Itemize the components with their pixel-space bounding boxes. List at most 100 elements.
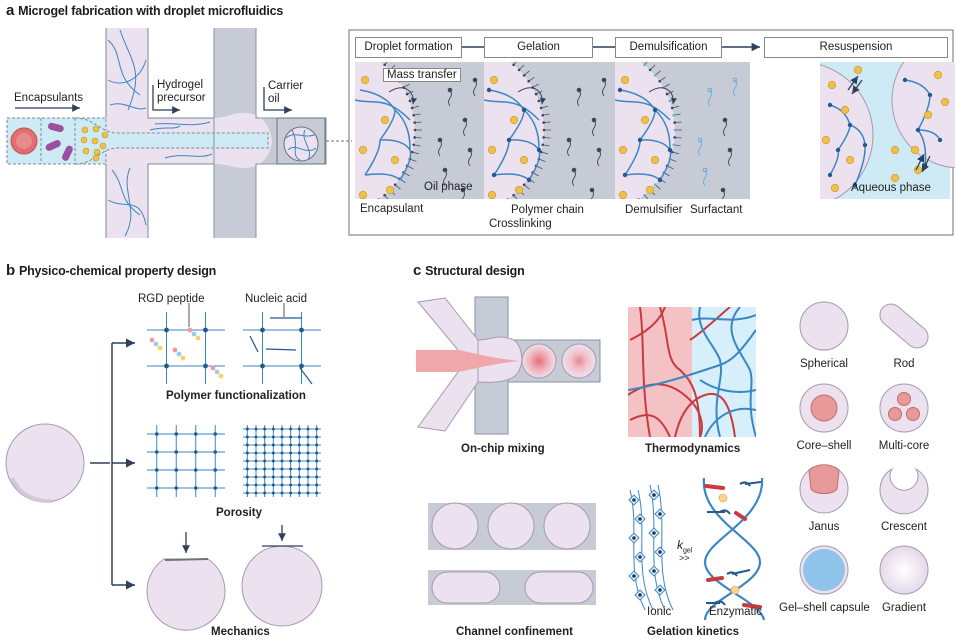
surfactant-head: [673, 128, 677, 132]
microgel-droplet: [355, 62, 415, 199]
rod-microgel: [879, 303, 929, 349]
rgd-peptide-bead: [218, 373, 224, 379]
encapsulant-particle: [923, 110, 933, 120]
crosslink-node: [245, 443, 249, 447]
polymer-chain: [399, 149, 412, 181]
surfactant-head: [534, 92, 538, 96]
free-surfactant: [597, 149, 601, 167]
crosslink-node: [927, 92, 933, 98]
surfactant-head: [542, 128, 546, 132]
panel-b-letter: b: [6, 262, 15, 279]
rgd-peptide-bead: [157, 345, 163, 351]
crosslink-node: [271, 459, 275, 463]
crosslink-node: [297, 435, 301, 439]
crosslink-node: [306, 451, 310, 455]
crosslink-node: [299, 363, 304, 369]
surfactant-head: [413, 121, 416, 124]
thermodynamics-label: Thermodynamics: [645, 443, 741, 455]
crosslink-node: [203, 327, 208, 333]
surfactant-head: [539, 106, 543, 110]
surfactant-head: [383, 63, 386, 67]
ion-dot: [638, 555, 642, 559]
surfactant-head: [537, 99, 541, 103]
crosslink-node: [315, 451, 319, 455]
free-surfactant: [438, 139, 442, 157]
encapsulant-particle: [489, 75, 499, 85]
shape-label: Gradient: [881, 602, 927, 614]
surfactant-head: [506, 59, 509, 62]
free-surfactant: [463, 119, 467, 137]
surfactant-head: [653, 74, 657, 77]
rgd-peptide-bead: [172, 347, 178, 353]
encapsulant-particle: [620, 75, 630, 85]
polymer-chain-label: Polymer chain: [511, 204, 584, 216]
gelation-kinetics-diagram: [628, 477, 766, 621]
on-chip-mixing-label: On-chip mixing: [461, 443, 545, 455]
crosslink-node: [260, 363, 265, 369]
free-surfactant-head: [732, 77, 738, 83]
surfactant-head: [522, 74, 526, 77]
crosslink-node: [174, 450, 179, 454]
ionic-label: Ionic: [647, 606, 672, 618]
low-crosslink-network: [147, 425, 225, 497]
crosslink-node: [852, 182, 858, 188]
crosslink-node: [271, 467, 275, 471]
crosslink-node: [280, 467, 284, 471]
crosslink-node: [164, 363, 169, 369]
free-surfactant: [468, 149, 472, 167]
shape-label: Gel–shell capsule: [779, 602, 870, 614]
crosslink-node: [827, 172, 833, 178]
surfactant-head: [618, 209, 621, 212]
crosslink-node: [254, 459, 258, 463]
surfactant-head: [643, 193, 646, 197]
free-surfactant-head: [591, 117, 597, 123]
resuspension-microgels: [820, 62, 955, 199]
surfactant-head: [517, 68, 521, 72]
step-scene: [355, 62, 478, 199]
mass-transfer-arrow-icon: [648, 87, 677, 105]
free-surfactant: [728, 149, 732, 167]
free-surfactant: [733, 79, 737, 97]
carrier-oil-label-1: Carrier: [268, 80, 304, 92]
crosslink-node: [254, 427, 258, 431]
exchange-arrow-icon: [847, 75, 859, 91]
crosslink-node: [652, 107, 658, 113]
rgd-peptide-bead: [187, 327, 193, 333]
crosslink-node: [280, 483, 284, 487]
surfactant-head: [413, 128, 417, 132]
encapsulant-particle: [910, 145, 920, 155]
crosslink-node: [254, 483, 258, 487]
crosslink-node: [506, 137, 512, 143]
free-surfactant-head: [566, 137, 572, 143]
crosslink-node: [306, 491, 310, 495]
nucleic-acid-strand: [265, 348, 297, 351]
encapsulant-particle: [514, 185, 524, 195]
shape-rod: [879, 303, 929, 349]
free-surfactant: [592, 119, 596, 137]
surfactant-head: [383, 193, 386, 197]
ion-dot: [638, 593, 642, 597]
surfactant-head: [672, 113, 676, 117]
ion-dot: [652, 493, 656, 497]
surfactant-head: [673, 121, 676, 124]
free-surfactant: [721, 189, 725, 199]
panel-c-letter: c: [413, 262, 422, 279]
crosslink-node: [174, 468, 179, 472]
crosslink-node: [306, 427, 310, 431]
free-surfactant: [443, 169, 447, 187]
shape-label: Multi-core: [878, 440, 930, 452]
crosslink-node: [491, 172, 497, 178]
crosslink-node: [254, 491, 258, 495]
free-surfactant-head: [697, 137, 703, 143]
crosslink-node: [306, 443, 310, 447]
free-surfactant-head: [702, 167, 708, 173]
encapsulant-particle: [358, 145, 368, 155]
shape-gallery: [799, 301, 929, 595]
step-droplet-formation: Droplet formation: [355, 37, 462, 58]
free-surfactant: [708, 89, 712, 107]
microgel-droplet: [484, 62, 544, 199]
surfactant-head: [408, 99, 412, 103]
crosslink-node: [315, 427, 319, 431]
